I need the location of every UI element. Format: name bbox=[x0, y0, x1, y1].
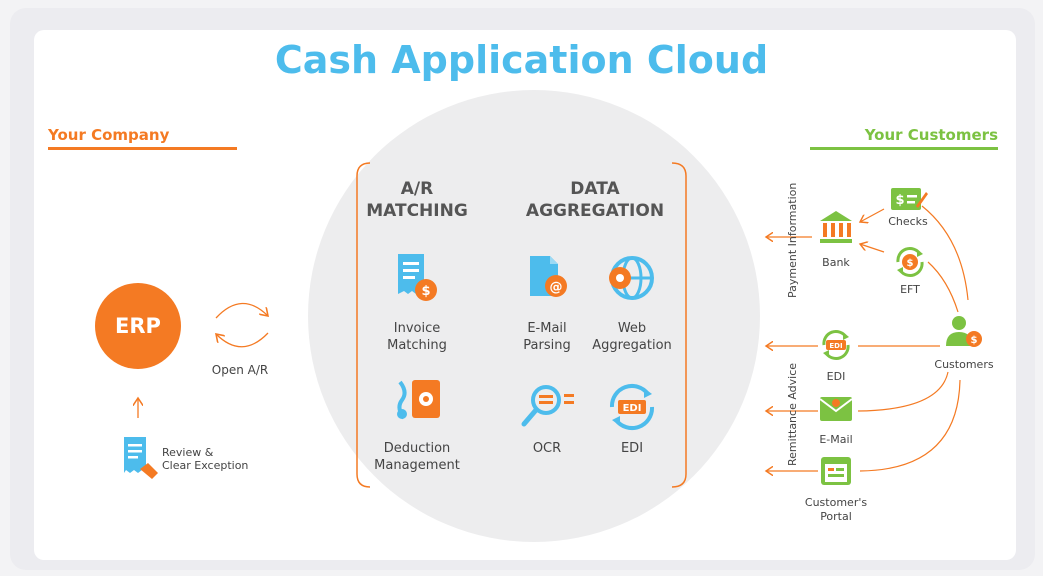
customers-icon: $ bbox=[946, 316, 982, 347]
customers-label: Customers bbox=[934, 358, 994, 371]
svg-text:$: $ bbox=[907, 258, 914, 269]
edi-center-icon: EDI bbox=[609, 383, 655, 431]
svg-text:$: $ bbox=[895, 193, 904, 208]
edi-remittance-label: EDI bbox=[826, 370, 846, 383]
email-remittance-icon bbox=[819, 397, 853, 421]
customers-to-checks bbox=[921, 205, 969, 301]
eft-to-bank bbox=[860, 244, 885, 253]
your-company-label: Your Company bbox=[48, 126, 170, 144]
invoice-matching-label-2: Matching bbox=[387, 338, 447, 353]
checks-to-bank bbox=[860, 208, 885, 222]
center-bracket-left bbox=[356, 162, 371, 488]
eft-label: EFT bbox=[900, 283, 920, 296]
customers-to-eft bbox=[927, 261, 959, 313]
open-ar-arrow-top bbox=[215, 302, 268, 319]
review-exception-icon bbox=[124, 437, 158, 479]
remittance-advice-label: Remittance Advice bbox=[786, 362, 799, 466]
open-ar-arrow-bottom bbox=[216, 332, 269, 348]
svg-text:@: @ bbox=[550, 280, 563, 295]
deduction-management-icon bbox=[397, 380, 440, 420]
payment-information-label: Payment Information bbox=[786, 182, 799, 298]
web-aggregation-label-2: Aggregation bbox=[592, 338, 672, 353]
data-aggregation-heading-2: AGGREGATION bbox=[525, 201, 665, 221]
email-parsing-icon: @ bbox=[530, 256, 567, 297]
eft-icon: $ bbox=[896, 247, 924, 277]
your-customers-underline bbox=[810, 147, 998, 150]
center-bracket-right bbox=[671, 162, 687, 488]
svg-text:EDI: EDI bbox=[829, 342, 842, 350]
ocr-label: OCR bbox=[532, 441, 562, 456]
ar-matching-heading-2: MATCHING bbox=[366, 201, 468, 221]
deduction-management-label-2: Management bbox=[374, 458, 460, 473]
deduction-management-label-1: Deduction bbox=[383, 441, 451, 456]
customers-to-email bbox=[857, 371, 949, 412]
email-parsing-label-1: E-Mail bbox=[527, 321, 567, 336]
customer-portal-icon bbox=[821, 457, 851, 485]
checks-icon: $ bbox=[891, 188, 928, 210]
bank-icon bbox=[820, 211, 852, 243]
data-aggregation-heading-1: DATA bbox=[570, 179, 620, 199]
customer-portal-label-2: Portal bbox=[820, 510, 852, 523]
invoice-matching-label-1: Invoice bbox=[393, 321, 441, 336]
checks-label: Checks bbox=[888, 215, 928, 228]
ar-matching-heading-1: A/R bbox=[400, 179, 434, 199]
email-parsing-label-2: Parsing bbox=[523, 338, 571, 353]
svg-text:$: $ bbox=[421, 284, 430, 299]
svg-text:$: $ bbox=[971, 335, 978, 346]
edi-remittance-icon: EDI bbox=[822, 330, 850, 360]
review-exception-label-2: Clear Exception bbox=[162, 459, 249, 472]
customer-portal-label-1: Customer's bbox=[804, 496, 868, 509]
open-ar-label: Open A/R bbox=[211, 363, 269, 377]
your-customers-label: Your Customers bbox=[864, 126, 998, 144]
web-aggregation-icon bbox=[609, 256, 654, 300]
review-exception-label-1: Review & bbox=[162, 446, 214, 459]
edi-center-label: EDI bbox=[620, 441, 644, 456]
erp-node: ERP bbox=[95, 283, 181, 369]
center-circle bbox=[308, 90, 760, 542]
web-aggregation-label-1: Web bbox=[617, 321, 647, 336]
bank-label: Bank bbox=[822, 256, 850, 269]
customers-to-portal bbox=[859, 379, 961, 472]
your-company-underline bbox=[48, 147, 237, 150]
page-title: Cash Application Cloud bbox=[274, 38, 769, 82]
invoice-matching-icon: $ bbox=[398, 254, 437, 301]
email-remittance-label: E-Mail bbox=[819, 433, 853, 446]
ocr-icon bbox=[521, 385, 574, 427]
svg-text:EDI: EDI bbox=[623, 403, 642, 414]
